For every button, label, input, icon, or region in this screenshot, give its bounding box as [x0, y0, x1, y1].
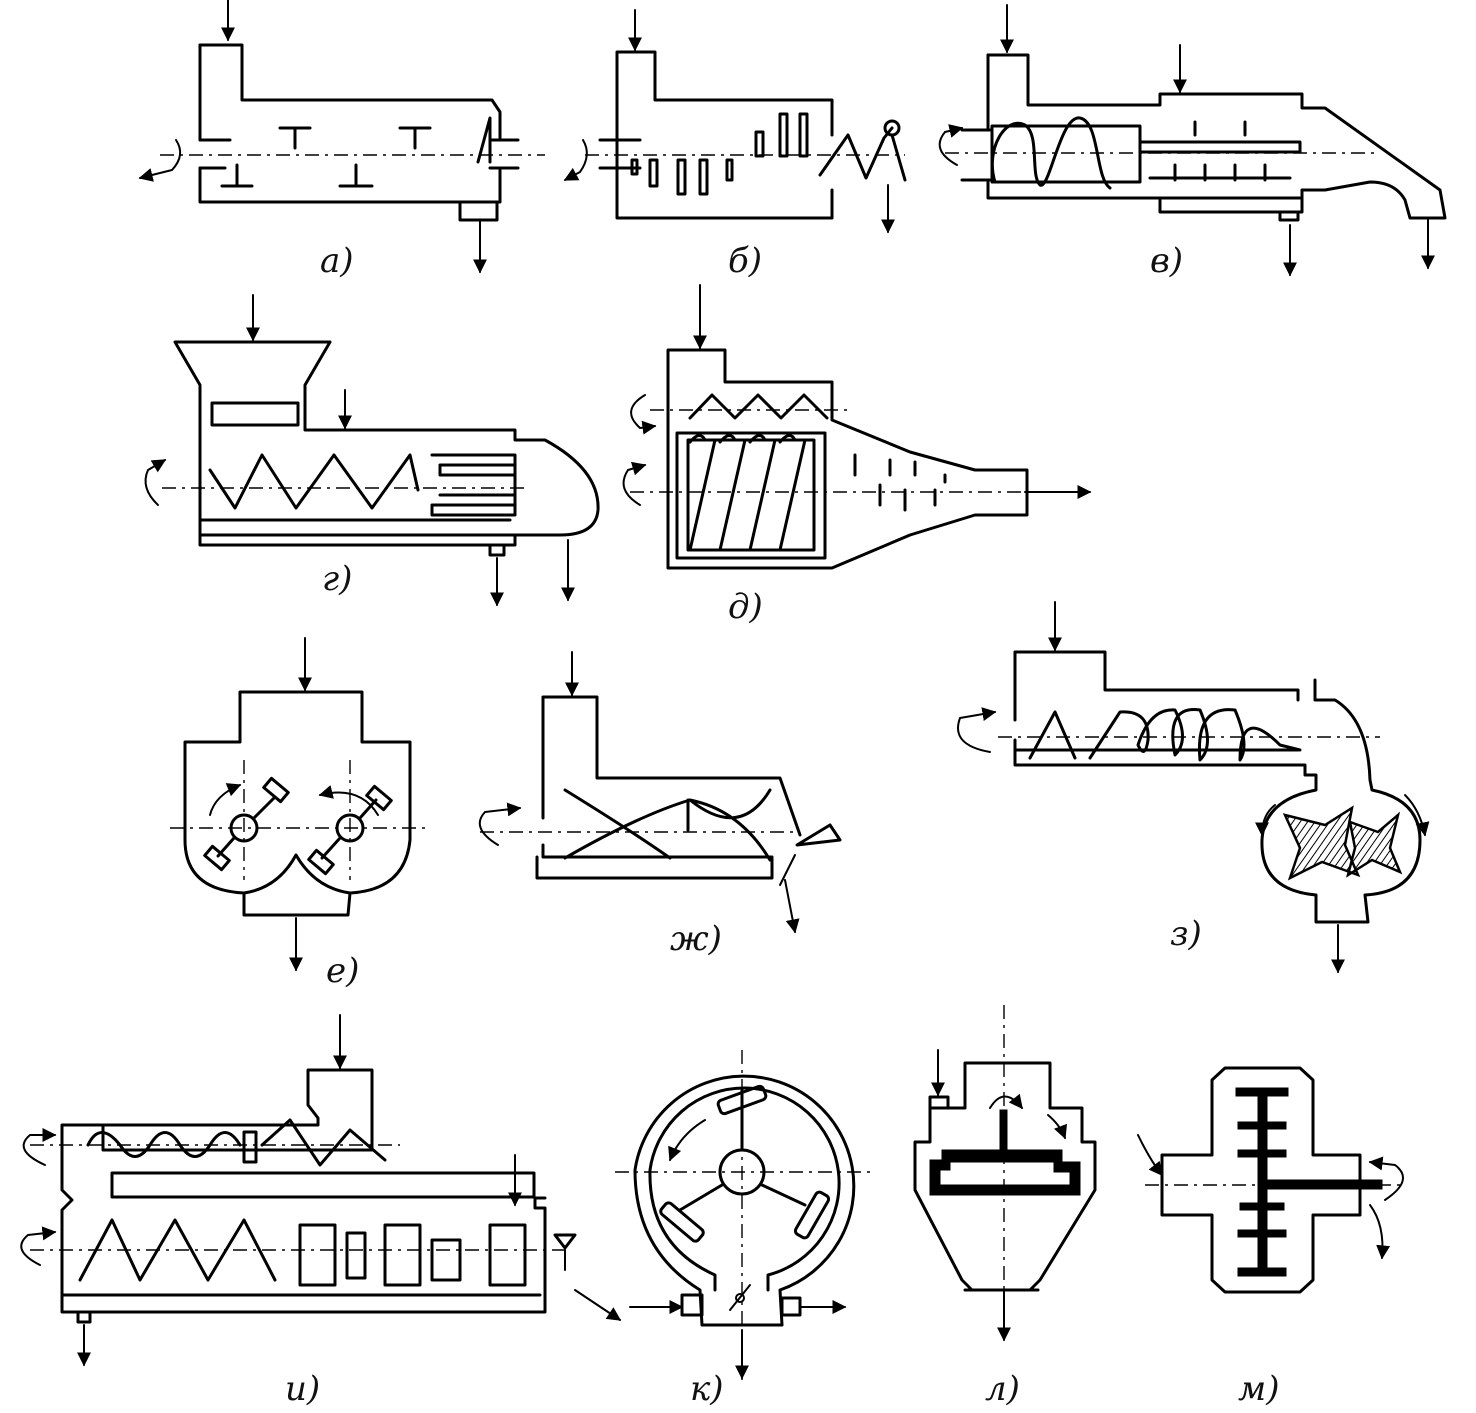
diagram-m: м) — [1137, 1066, 1404, 1409]
label-g: г) — [322, 559, 352, 599]
label-d: д) — [728, 587, 763, 627]
diagram-z: з) — [957, 601, 1430, 974]
label-b: б) — [728, 241, 762, 281]
diagram-d: д) — [622, 284, 1092, 627]
diagram-a: а) — [138, 0, 545, 281]
diagram-e: е) — [170, 637, 430, 991]
diagram-zh: ж) — [478, 651, 842, 959]
label-l: л) — [985, 1369, 1020, 1409]
diagram-k: к) — [615, 1050, 870, 1409]
label-a: а) — [320, 241, 354, 281]
label-k: к) — [690, 1369, 724, 1409]
label-v: в) — [1150, 241, 1183, 281]
diagram-v: в) — [938, 4, 1447, 281]
diagram-g: г) — [144, 294, 600, 607]
diagram-b: б) — [563, 9, 907, 281]
diagram-i: и) — [20, 1014, 622, 1409]
label-z: з) — [1170, 914, 1202, 954]
diagram-l: л) — [913, 1005, 1097, 1409]
label-i: и) — [285, 1369, 320, 1409]
label-m: м) — [1238, 1369, 1279, 1409]
label-e: е) — [326, 951, 359, 991]
label-zh: ж) — [670, 919, 722, 959]
